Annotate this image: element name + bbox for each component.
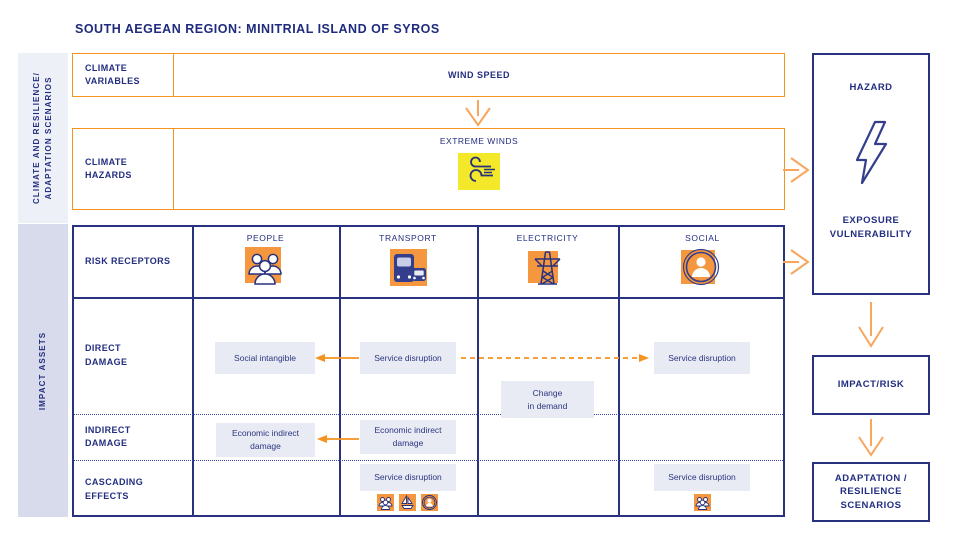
exposure-vulnerability-label: EXPOSURE VULNERABILITY [829,215,913,240]
climate-hazards-box: CLIMATE HAZARDS EXTREME WINDS [72,128,785,210]
cell-direct-transport: Service disruption [360,342,456,374]
impact-risk-label: IMPACT/RISK [837,379,905,391]
lightning-icon [855,121,888,185]
hazard-label: HAZARD [849,82,893,93]
column-header-social: SOCIAL [618,227,787,297]
cascading-social-icons [694,494,711,511]
arrow-right-icon [783,157,810,183]
cell-indirect-transport: Economic indirect damage [360,420,456,454]
climate-variables-label: CLIMATE VARIABLES [73,54,174,96]
table-dotted-divider [74,460,783,461]
person-circle-icon [421,494,438,511]
adaptation-scenarios-box: ADAPTATION / RESILIENCE SCENARIOS [812,462,930,522]
sidebar-impact-assets-label: IMPACT ASSETS [38,331,47,410]
arrow-down-icon [465,100,491,127]
cell-direct-people: Social intangible [215,342,315,374]
sidebar-climate-scenarios-band: CLIMATE AND RESILIENCE/ ADAPTATION SCENA… [18,53,68,223]
climate-hazards-label: CLIMATE HAZARDS [73,129,174,209]
table-header-divider [74,297,783,299]
cascading-effects-label: CASCADING EFFECTS [85,477,144,501]
people-label: PEOPLE [246,233,285,243]
adaptation-scenarios-label: ADAPTATION / RESILIENCE SCENARIOS [834,473,908,511]
impact-risk-box: IMPACT/RISK [812,355,930,415]
people-icon [694,494,711,511]
arrow-down-icon [858,302,884,348]
arrow-right-dashed-icon [461,354,649,362]
indirect-damage-label: INDIRECT DAMAGE [85,424,131,449]
page-title: SOUTH AEGEAN REGION: MINITRIAL ISLAND OF… [75,22,440,36]
impact-assets-table: RISK RECEPTORS DIRECT DAMAGE INDIRECT DA… [72,225,785,517]
electricity-icon [528,251,561,285]
column-header-electricity: ELECTRICITY [477,227,618,297]
cell-indirect-people: Economic indirect damage [216,423,315,457]
table-divider [339,227,341,515]
sidebar-impact-assets-band: IMPACT ASSETS [18,224,68,517]
cell-direct-electricity: Change in demand [501,381,594,418]
boat-icon [399,494,416,511]
sidebar-climate-scenarios-label: CLIMATE AND RESILIENCE/ ADAPTATION SCENA… [32,72,53,204]
climate-variables-box: CLIMATE VARIABLES WIND SPEED [72,53,785,97]
cell-direct-social: Service disruption [654,342,750,374]
transport-label: TRANSPORT [379,233,437,243]
climate-variable-value: WIND SPEED [447,70,510,80]
cascading-transport-icons [377,494,438,511]
column-header-people: PEOPLE [192,227,339,297]
risk-receptors-label: RISK RECEPTORS [85,256,171,267]
cell-cascading-transport: Service disruption [360,464,456,491]
table-divider [192,227,194,515]
direct-damage-label: DIRECT DAMAGE [85,343,128,367]
table-dotted-divider [74,414,783,415]
arrow-left-icon [315,354,359,362]
cell-cascading-social: Service disruption [654,464,750,491]
people-icon [245,247,282,285]
climate-hazard-value: EXTREME WINDS [439,136,519,146]
social-icon [680,248,719,286]
column-header-transport: TRANSPORT [339,227,477,297]
wind-icon [458,153,500,190]
people-icon [377,494,394,511]
hazard-box: HAZARD EXPOSURE VULNERABILITY [812,53,930,295]
electricity-label: ELECTRICITY [516,233,579,243]
social-label: SOCIAL [685,233,720,243]
transport-icon [389,249,427,286]
table-divider [618,227,620,515]
arrow-down-icon [858,419,884,457]
arrow-right-icon [783,249,810,275]
table-divider [477,227,479,515]
arrow-left-icon [317,435,359,443]
